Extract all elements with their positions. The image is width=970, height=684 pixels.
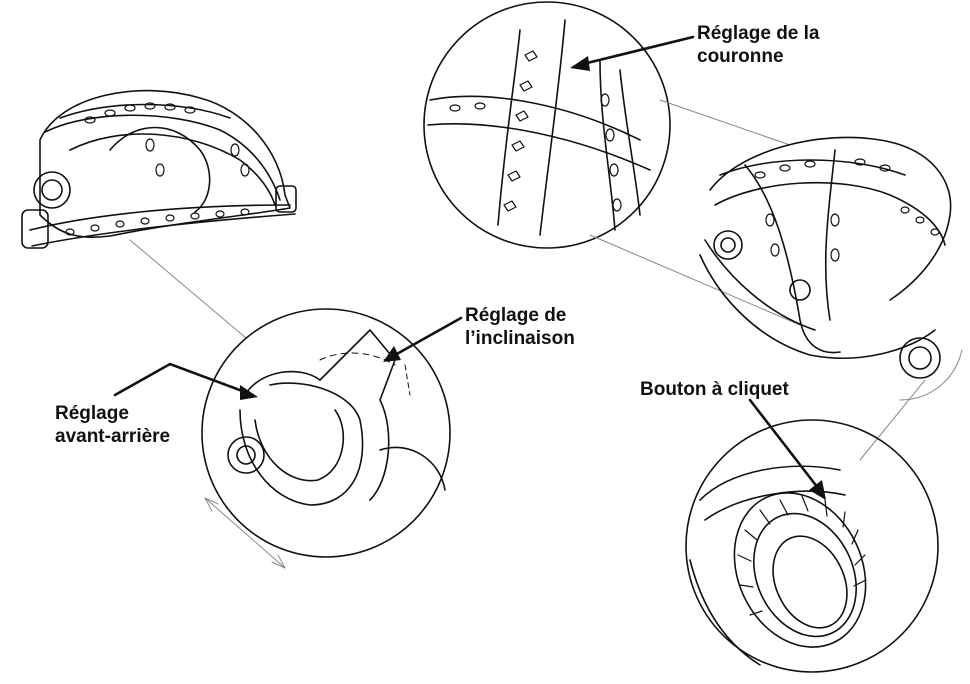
headgear-side-view [21, 89, 297, 249]
fore-aft-adjustment-label: Réglage avant-arrière [55, 402, 170, 448]
crown-adjustment-label-line1: Réglage de la [697, 23, 820, 44]
fore-aft-leader-arrow [113, 362, 258, 400]
fore-aft-adjustment-label-line2: avant-arrière [55, 426, 171, 447]
tilt-adjustment-label-line2: l’inclinaison [465, 328, 575, 349]
ratchet-leader-arrow [748, 398, 826, 500]
tilt-adjustment-label: Réglage de l’inclinaison [465, 304, 575, 350]
tilt-adjustment-label-line1: Réglage de [465, 305, 567, 326]
ratchet-detail-circle [685, 419, 939, 673]
tilt-leader-arrow [383, 316, 463, 362]
crown-leader-arrow [570, 35, 695, 71]
crown-adjustment-label: Réglage de la couronne [697, 22, 820, 68]
crown-adjustment-label-line2: couronne [697, 46, 784, 67]
fore-aft-adjustment-label-line1: Réglage [55, 403, 129, 424]
ratchet-knob-label-line1: Bouton à cliquet [640, 379, 789, 400]
ratchet-knob-label: Bouton à cliquet [640, 378, 789, 401]
crown-detail-circle [423, 1, 671, 249]
headgear-rear-view [699, 136, 963, 401]
